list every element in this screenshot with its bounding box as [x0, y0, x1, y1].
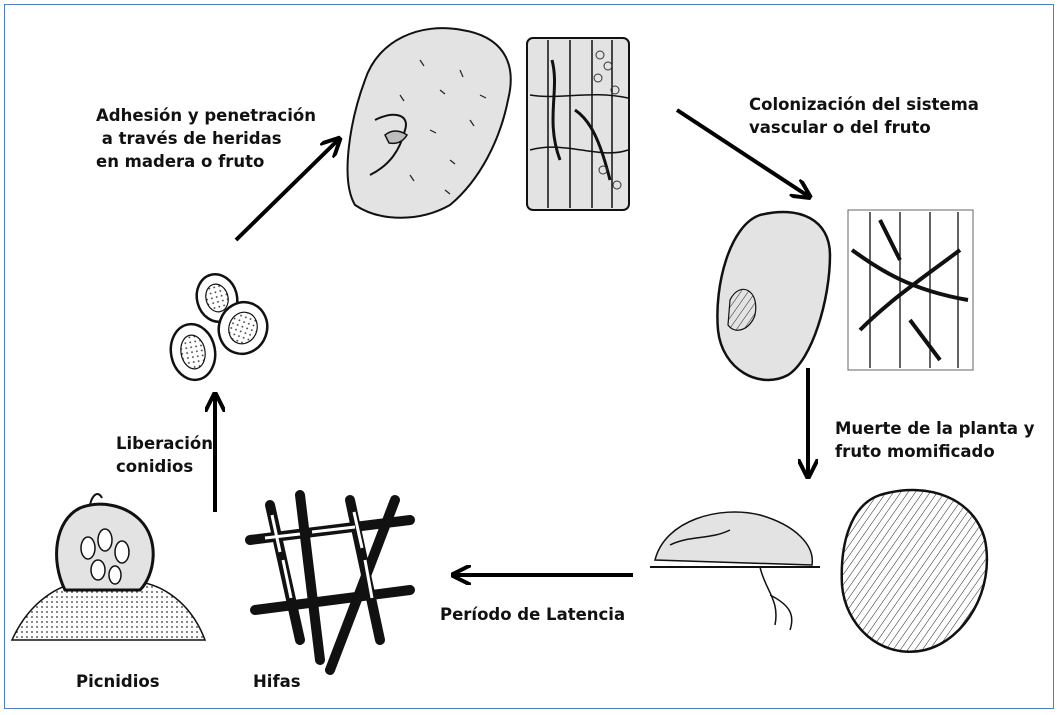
- label-release-line-1: Liberación: [116, 432, 213, 455]
- label-hyphae-line-1: Hifas: [253, 670, 301, 693]
- label-adhesion-line-1: Adhesión y penetración: [96, 104, 316, 127]
- label-pycnidia-line-1: Picnidios: [76, 670, 160, 693]
- label-adhesion: Adhesión y penetración a través de herid…: [96, 104, 316, 173]
- germinating-conidium-illustration: [348, 28, 511, 218]
- label-release: Liberación conidios: [116, 432, 213, 478]
- label-adhesion-line-3: en madera o fruto: [96, 150, 316, 173]
- label-pycnidia: Picnidios: [76, 670, 160, 693]
- colonized-fruit-illustration: [717, 212, 830, 380]
- label-death-line-2: fruto momificado: [835, 440, 1034, 463]
- label-death-line-1: Muerte de la planta y: [835, 417, 1034, 440]
- label-colonization: Colonización del sistema vascular o del …: [749, 93, 979, 139]
- label-latency: Período de Latencia: [440, 603, 625, 626]
- label-colonization-line-1: Colonización del sistema: [749, 93, 979, 116]
- vascular-hyphae-illustration: [848, 210, 973, 370]
- mummified-fruit-illustration: [842, 490, 987, 652]
- label-adhesion-line-2: a través de heridas: [96, 127, 316, 150]
- label-latency-line-1: Período de Latencia: [440, 603, 625, 626]
- pycnidium-illustration: [12, 494, 205, 640]
- dead-plant-on-ground-illustration: [650, 512, 820, 630]
- label-colonization-line-2: vascular o del fruto: [749, 116, 979, 139]
- label-hyphae: Hifas: [253, 670, 301, 693]
- label-death: Muerte de la planta y fruto momificado: [835, 417, 1034, 463]
- label-release-line-2: conidios: [116, 455, 213, 478]
- wood-section-infected-illustration: [527, 38, 629, 210]
